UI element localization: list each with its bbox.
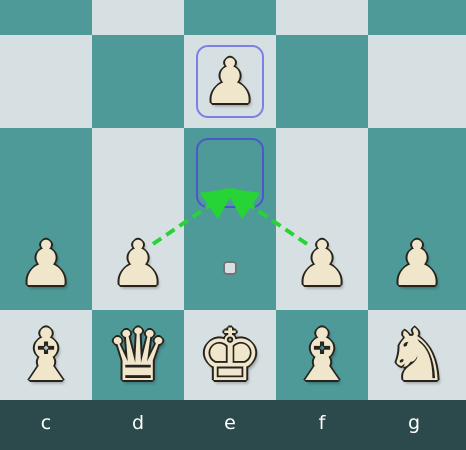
white-pawn-c3[interactable]: ♟ (0, 218, 92, 310)
white-pawn-g3[interactable]: ♟ (368, 218, 466, 310)
white-king-e2[interactable]: ♚ (184, 310, 276, 400)
white-bishop-c2[interactable]: ♝ (0, 310, 92, 400)
file-label-c: c (0, 400, 92, 446)
square-c7[interactable] (0, 0, 92, 35)
square-g5[interactable] (368, 128, 466, 218)
file-label-f: f (276, 400, 368, 446)
square-f6[interactable] (276, 35, 368, 128)
square-c5[interactable] (0, 128, 92, 218)
square-c6[interactable] (0, 35, 92, 128)
move-hint-e3[interactable] (223, 261, 237, 275)
white-knight-g2[interactable]: ♞ (368, 310, 466, 400)
chess-board[interactable]: ♟♟♟♟♟♝♛♚♝♞ (0, 0, 466, 400)
square-g6[interactable] (368, 35, 466, 128)
file-labels-bar: c d e f g (0, 400, 466, 450)
highlight-selected-e5 (196, 138, 264, 208)
white-pawn-f3[interactable]: ♟ (276, 218, 368, 310)
white-bishop-f2[interactable]: ♝ (276, 310, 368, 400)
file-label-e: e (184, 400, 276, 446)
square-d7[interactable] (92, 0, 184, 35)
square-d6[interactable] (92, 35, 184, 128)
white-pawn-e6[interactable]: ♟ (184, 35, 276, 128)
file-label-d: d (92, 400, 184, 446)
square-e7[interactable] (184, 0, 276, 35)
square-g7[interactable] (368, 0, 466, 35)
square-f5[interactable] (276, 128, 368, 218)
white-pawn-d3[interactable]: ♟ (92, 218, 184, 310)
square-f7[interactable] (276, 0, 368, 35)
file-label-g: g (368, 400, 460, 446)
white-queen-d2[interactable]: ♛ (92, 310, 184, 400)
square-d5[interactable] (92, 128, 184, 218)
